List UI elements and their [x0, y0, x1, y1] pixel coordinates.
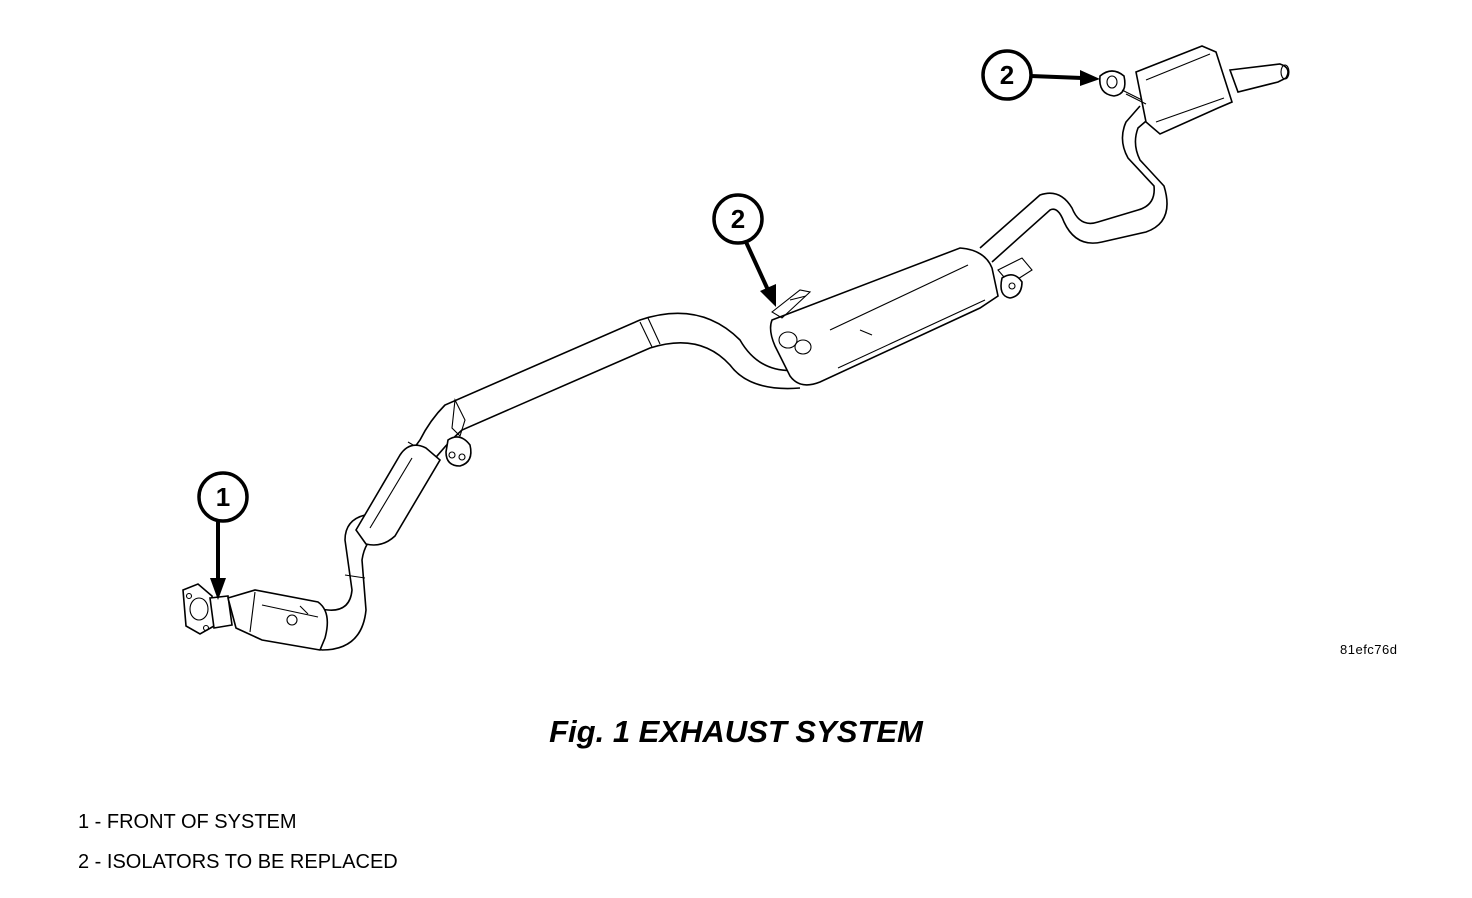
- exhaust-pipe: [229, 312, 801, 651]
- callout-1-front: 1: [197, 471, 249, 600]
- callout-number: 2: [731, 204, 745, 234]
- catalytic-converter: [227, 589, 329, 651]
- middle-isolator: [771, 289, 812, 319]
- rear-muffler-hanger: [997, 257, 1033, 299]
- resonator: [355, 444, 442, 546]
- rear-isolator: [1098, 70, 1147, 105]
- legend: 1 - FRONT OF SYSTEM 2 - ISOLATORS TO BE …: [78, 810, 398, 890]
- main-muffler: [769, 247, 999, 386]
- exhaust-system-diagram: 1 2 2: [182, 45, 1290, 651]
- callout-number: 1: [216, 482, 230, 512]
- image-code: 81efc76d: [1340, 642, 1398, 657]
- rear-muffler: [1135, 45, 1290, 135]
- callout-2-rear: 2: [981, 49, 1100, 101]
- callout-2-middle: 2: [712, 193, 776, 307]
- legend-item: 2 - ISOLATORS TO BE REPLACED: [78, 851, 398, 873]
- tailpipe: [979, 105, 1168, 263]
- callout-number: 2: [1000, 60, 1014, 90]
- front-flange: [182, 583, 233, 635]
- legend-item: 1 - FRONT OF SYSTEM: [78, 811, 297, 833]
- figure-title: Fig. 1 EXHAUST SYSTEM: [549, 714, 923, 749]
- front-hanger: [445, 398, 472, 467]
